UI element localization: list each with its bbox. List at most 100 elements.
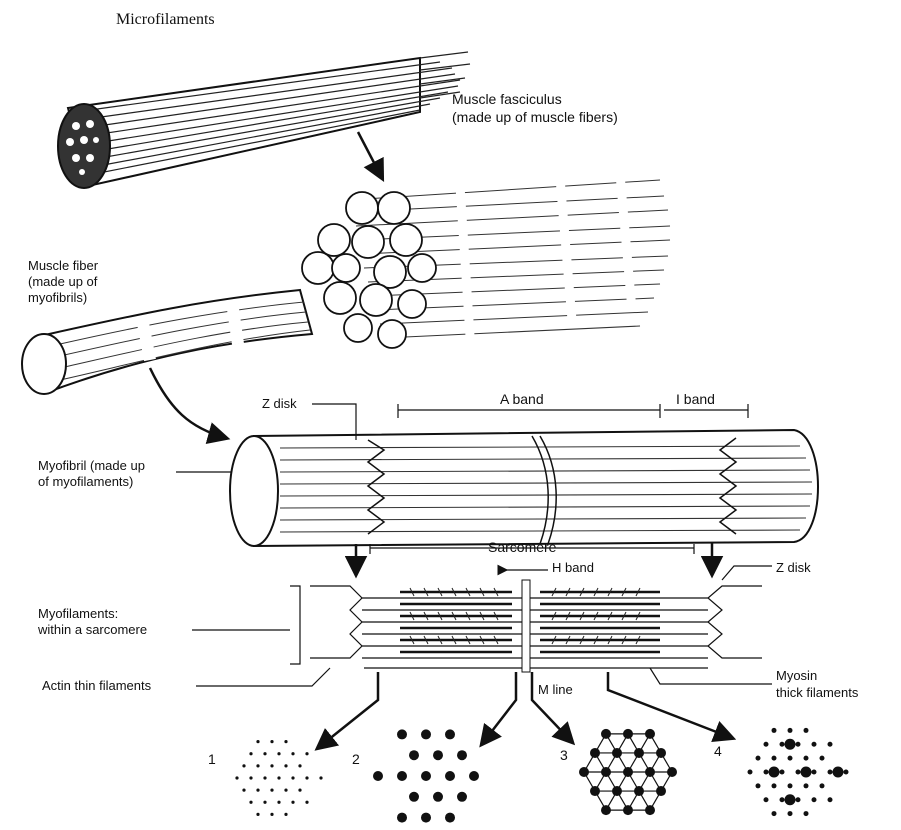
filament-dot xyxy=(796,797,801,802)
filament-dot xyxy=(780,797,785,802)
filament-dot xyxy=(828,742,833,747)
thin-filament-dot xyxy=(284,813,287,816)
thick-filament-dot xyxy=(397,813,407,823)
filament-dot xyxy=(764,770,769,775)
thin-filament-dot xyxy=(263,776,266,779)
thick-filament-dot xyxy=(397,729,407,739)
filament-dot xyxy=(772,728,777,733)
thick-filament-dot xyxy=(409,792,419,802)
thick-filament-dot xyxy=(601,767,611,777)
label-sarcomere: Sarcomere xyxy=(488,539,557,555)
thin-filament-dot xyxy=(270,789,273,792)
cross-section-2-thick-filaments xyxy=(373,729,479,822)
thin-filament-dot xyxy=(305,801,308,804)
thick-filament-dot xyxy=(457,750,467,760)
thin-filament-dot xyxy=(284,740,287,743)
filament-dot xyxy=(820,756,825,761)
filament-dot xyxy=(772,756,777,761)
arrow-to-section-4 xyxy=(608,672,732,738)
thick-filament-dot xyxy=(469,771,479,781)
filament-dot xyxy=(748,770,753,775)
thin-filament-dot xyxy=(249,752,252,755)
thick-filament-dot xyxy=(445,729,455,739)
thick-filament-dot xyxy=(801,767,812,778)
filament-dot xyxy=(780,770,785,775)
thick-filament-dot xyxy=(433,792,443,802)
thick-filament-dot xyxy=(623,805,633,815)
label-myofilaments-1: Myofilaments: xyxy=(38,606,118,621)
thick-filament-dot xyxy=(601,729,611,739)
thick-filament-dot xyxy=(623,729,633,739)
thick-filament-dot xyxy=(601,805,611,815)
section-number-4: 4 xyxy=(714,743,722,759)
thin-filament-dot xyxy=(256,740,259,743)
section-number-1: 1 xyxy=(208,751,216,767)
thin-filament-dot xyxy=(270,764,273,767)
cross-section-3-overlap xyxy=(579,729,677,815)
thick-filament-dot xyxy=(623,767,633,777)
thick-filament-dot xyxy=(433,750,443,760)
arrow-fasciculus-to-bundle xyxy=(358,132,382,178)
myofibril-illustration xyxy=(230,430,818,546)
thin-filament-dot xyxy=(305,776,308,779)
filament-dot xyxy=(804,756,809,761)
fiber-bundle-illustration xyxy=(302,170,670,348)
diagram-title: Microfilaments xyxy=(116,11,215,28)
filament-dot xyxy=(788,756,793,761)
thin-filament-dot xyxy=(270,813,273,816)
thick-filament-dot xyxy=(409,750,419,760)
thick-filament-dot xyxy=(833,767,844,778)
filament-dot xyxy=(756,756,761,761)
thin-filament-dot xyxy=(256,764,259,767)
thick-filament-dot xyxy=(421,813,431,823)
thin-filament-dot xyxy=(284,764,287,767)
arrow-fiber-to-myofibril xyxy=(150,368,226,438)
cross-section-4-lattice xyxy=(748,728,849,816)
filament-dot xyxy=(788,811,793,816)
section-number-3: 3 xyxy=(560,747,568,763)
thin-filament-dot xyxy=(277,801,280,804)
thin-filament-dot xyxy=(284,789,287,792)
filament-dot xyxy=(820,783,825,788)
filament-dot xyxy=(804,783,809,788)
thick-filament-dot xyxy=(445,813,455,823)
label-fasciculus-2: (made up of muscle fibers) xyxy=(452,109,618,125)
thick-filament-dot xyxy=(769,767,780,778)
thin-filament-dot xyxy=(298,764,301,767)
label-h-band: H band xyxy=(552,560,594,575)
filament-dot xyxy=(756,783,761,788)
filament-dot xyxy=(796,770,801,775)
label-myosin-1: Myosin xyxy=(776,668,817,683)
filament-dot xyxy=(812,742,817,747)
thick-filament-dot xyxy=(397,771,407,781)
thin-filament-dot xyxy=(256,789,259,792)
label-fiber-3: myofibrils) xyxy=(28,290,87,305)
label-myofibril-2: of myofilaments) xyxy=(38,474,133,489)
thin-filament-dot xyxy=(249,801,252,804)
label-z-disk-right: Z disk xyxy=(776,560,811,575)
thin-filament-dot xyxy=(291,801,294,804)
label-fasciculus-1: Muscle fasciculus xyxy=(452,91,562,107)
arrow-to-section-2 xyxy=(482,672,516,744)
section-number-2: 2 xyxy=(352,751,360,767)
filament-dot xyxy=(772,811,777,816)
label-myofilaments-2: within a sarcomere xyxy=(37,622,147,637)
thick-filament-dot xyxy=(667,767,677,777)
thin-filament-dot xyxy=(270,740,273,743)
filament-dot xyxy=(788,783,793,788)
thick-filament-dot xyxy=(457,792,467,802)
thick-filament-dot xyxy=(373,771,383,781)
thin-filament-dot xyxy=(291,776,294,779)
filament-dot xyxy=(780,742,785,747)
filament-dot xyxy=(788,728,793,733)
thin-filament-dot xyxy=(263,752,266,755)
thick-filament-dot xyxy=(634,786,644,796)
thick-filament-dot xyxy=(590,786,600,796)
leader-myosin xyxy=(650,668,772,684)
thick-filament-dot xyxy=(612,748,622,758)
arrow-to-section-1 xyxy=(318,672,378,748)
filament-dot xyxy=(844,770,849,775)
thin-filament-dot xyxy=(277,752,280,755)
thin-filament-dot xyxy=(277,776,280,779)
